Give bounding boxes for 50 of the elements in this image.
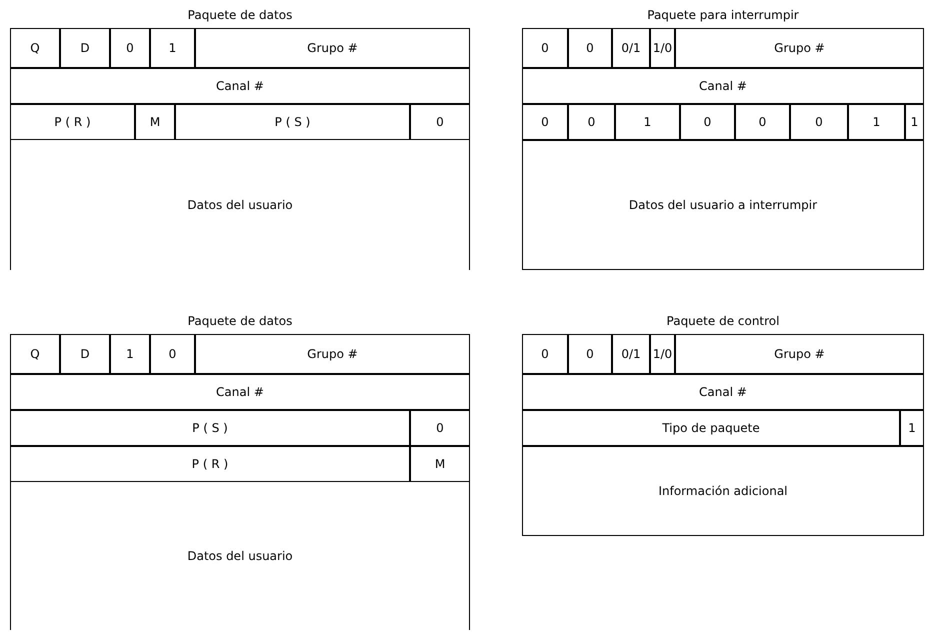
- packet-field: P ( S ): [175, 104, 410, 140]
- packet-field: Datos del usuario a interrumpir: [522, 140, 924, 270]
- table-title: Paquete de datos: [186, 314, 294, 328]
- packet-field: Datos del usuario: [10, 140, 470, 270]
- packet-field: P ( R ): [10, 446, 410, 482]
- packet-field: 0: [735, 104, 790, 140]
- packet-field: Grupo #: [675, 334, 924, 374]
- table-title: Paquete de control: [666, 314, 780, 328]
- packet-field: 0: [410, 104, 470, 140]
- packet-field: 1/0: [650, 334, 675, 374]
- packet-field: Canal #: [10, 68, 470, 104]
- packet-field: Información adicional: [522, 446, 924, 536]
- packet-field: Canal #: [522, 374, 924, 410]
- packet-field: Q: [10, 28, 60, 68]
- table-title: Paquete de datos: [186, 8, 294, 22]
- packet-field: Tipo de paquete: [522, 410, 900, 446]
- packet-field: Grupo #: [195, 334, 470, 374]
- packet-field: D: [60, 334, 110, 374]
- packet-field: Datos del usuario: [10, 482, 470, 630]
- packet-field: 1: [615, 104, 680, 140]
- packet-field: D: [60, 28, 110, 68]
- packet-field: 0: [680, 104, 735, 140]
- packet-field: 1: [900, 410, 924, 446]
- packet-field: Grupo #: [675, 28, 924, 68]
- packet-field: 0: [790, 104, 848, 140]
- packet-field: Grupo #: [195, 28, 470, 68]
- packet-field: 1: [848, 104, 905, 140]
- packet-field: 0: [568, 334, 612, 374]
- packet-field: 1: [150, 28, 195, 68]
- packet-field: 0: [522, 334, 568, 374]
- packet-field: P ( R ): [10, 104, 135, 140]
- packet-field: 1: [905, 104, 924, 140]
- packet-field: 0: [522, 28, 568, 68]
- packet-field: 0: [150, 334, 195, 374]
- packet-field: 0: [568, 104, 615, 140]
- packet-field: 0/1: [612, 28, 650, 68]
- packet-field: Canal #: [522, 68, 924, 104]
- packet-field: 1/0: [650, 28, 675, 68]
- packet-field: M: [410, 446, 470, 482]
- packet-field: P ( S ): [10, 410, 410, 446]
- packet-field: 1: [110, 334, 150, 374]
- packet-field: 0/1: [612, 334, 650, 374]
- packet-field: 0: [110, 28, 150, 68]
- packet-field: 0: [410, 410, 470, 446]
- table-title: Paquete para interrumpir: [646, 8, 800, 22]
- packet-field: 0: [522, 104, 568, 140]
- packet-field: Q: [10, 334, 60, 374]
- packet-field: M: [135, 104, 175, 140]
- packet-field: Canal #: [10, 374, 470, 410]
- packet-field: 0: [568, 28, 612, 68]
